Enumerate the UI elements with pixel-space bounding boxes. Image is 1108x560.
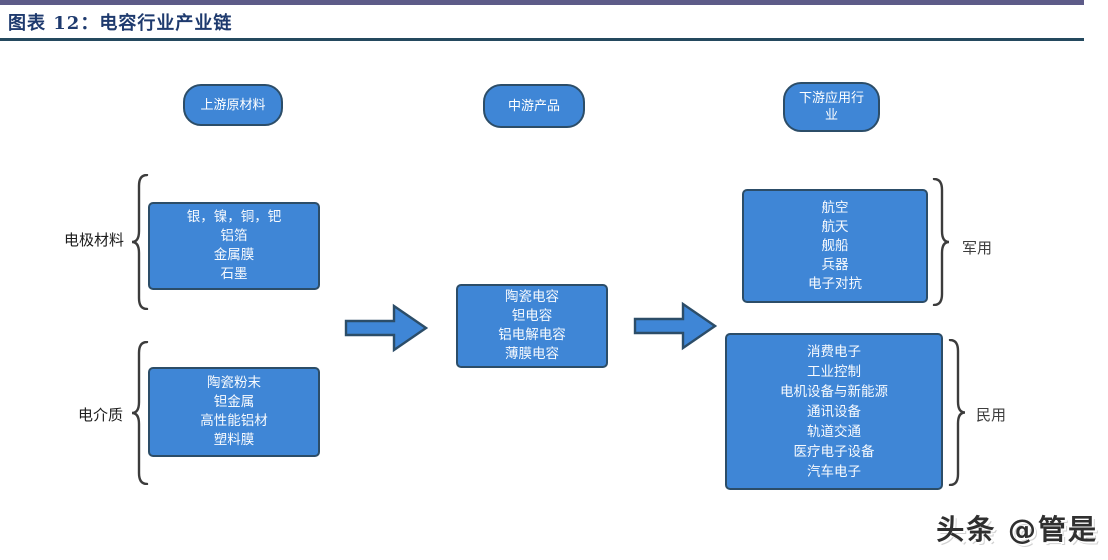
top-rule: [0, 0, 1084, 5]
node-line: 银，镍，铜，钯: [186, 209, 282, 225]
node-line: 航天: [821, 218, 849, 235]
upstream-electrode-box: 银，镍，铜，钯 铝箔 金属膜 石墨: [148, 202, 320, 290]
node-line: 汽车电子: [807, 463, 861, 480]
node-line: 陶瓷粉末: [207, 375, 261, 391]
right-brace-military: [932, 178, 950, 306]
header-upstream: 上游原材料: [183, 84, 283, 126]
downstream-military-box: 航空 航天 舰船 兵器 电子对抗: [742, 189, 928, 303]
node-line: 塑料膜: [213, 432, 255, 448]
node-line: 钽电容: [511, 308, 553, 324]
node-line: 石墨: [220, 266, 248, 282]
node-line: 轨道交通: [807, 423, 861, 440]
node-line: 陶瓷电容: [505, 289, 559, 305]
node-line: 高性能铝材: [200, 413, 268, 429]
left-brace-dielectric: [131, 341, 149, 485]
midstream-products-box: 陶瓷电容 钽电容 铝电解电容 薄膜电容: [456, 284, 608, 368]
node-line: 兵器: [821, 256, 849, 273]
header-midstream: 中游产品: [483, 84, 585, 128]
node-line: 医疗电子设备: [793, 443, 875, 460]
watermark: 头条 @管是: [936, 513, 1098, 546]
node-line: 铝箔: [220, 228, 248, 244]
node-line: 航空: [821, 199, 849, 216]
node-line: 消费电子: [807, 343, 861, 360]
right-brace-civil: [948, 339, 966, 486]
node-line: 钽金属: [213, 394, 255, 410]
title-divider: [0, 38, 1084, 41]
header-midstream-label: 中游产品: [507, 98, 560, 114]
header-downstream: 下游应用行业: [783, 82, 880, 132]
node-line: 通讯设备: [807, 403, 861, 420]
upstream-dielectric-box: 陶瓷粉末 钽金属 高性能铝材 塑料膜: [148, 367, 320, 457]
node-line: 薄膜电容: [505, 346, 559, 362]
label-civil: 民用: [976, 406, 1007, 424]
header-downstream-label: 下游应用行业: [798, 91, 864, 123]
node-line: 铝电解电容: [498, 327, 566, 343]
label-electrode-materials: 电极材料: [64, 231, 125, 249]
node-line: 工业控制: [807, 363, 861, 380]
figure-title: 图表 12：电容行业产业链: [8, 13, 233, 34]
node-line: 电机设备与新能源: [780, 383, 888, 400]
header-upstream-label: 上游原材料: [200, 97, 266, 113]
node-line: 电子对抗: [808, 275, 862, 292]
node-line: 金属膜: [213, 247, 255, 263]
label-dielectric: 电介质: [78, 406, 124, 424]
right-arrow-icon: [344, 302, 429, 354]
left-brace-electrode: [131, 174, 149, 310]
right-arrow-icon: [633, 300, 718, 352]
node-line: 舰船: [821, 237, 849, 254]
label-military: 军用: [962, 239, 993, 257]
downstream-civil-box: 消费电子 工业控制 电机设备与新能源 通讯设备 轨道交通 医疗电子设备 汽车电子: [725, 333, 943, 490]
